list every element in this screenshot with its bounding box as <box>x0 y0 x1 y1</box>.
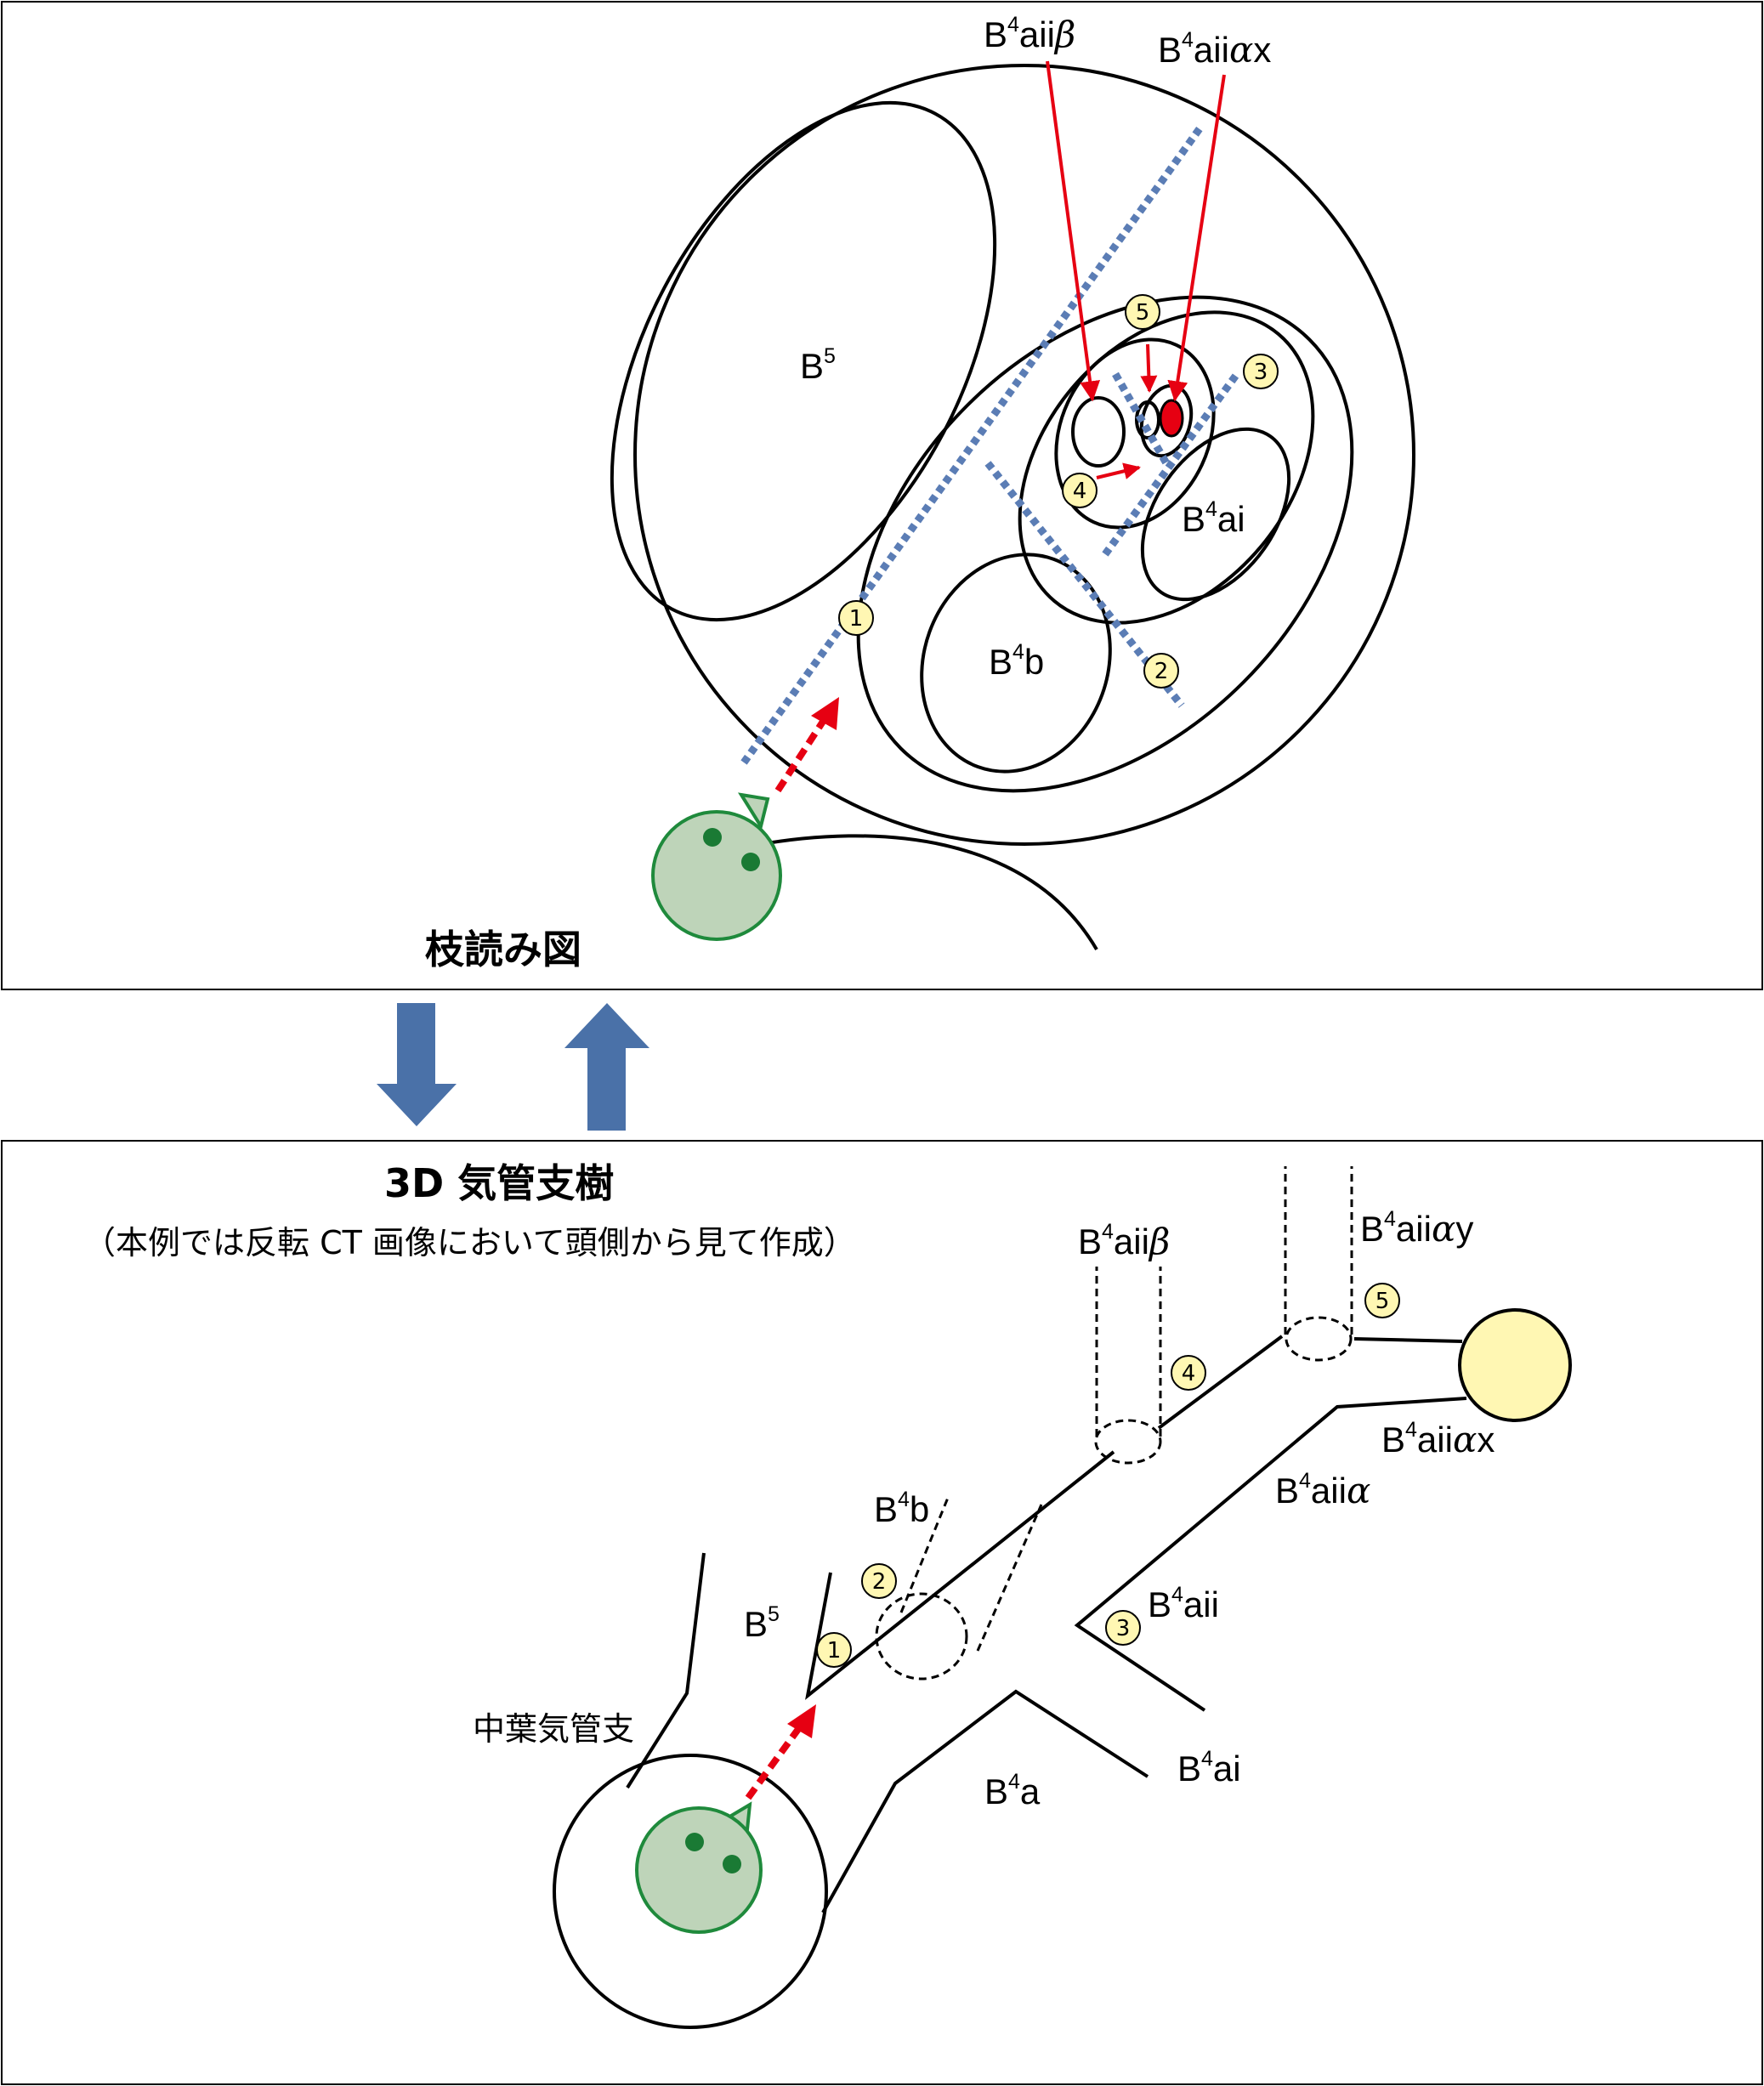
svg-text:4: 4 <box>1182 1361 1196 1386</box>
view-direction-arrowhead <box>811 697 839 730</box>
svg-text:2: 2 <box>872 1569 887 1595</box>
viewer-beak <box>737 792 770 831</box>
viewer-head <box>651 810 782 941</box>
bronchial-tree <box>626 1335 1467 1913</box>
bottom-marker-1: 1 <box>816 1632 852 1668</box>
red-arrows <box>1046 60 1226 479</box>
svg-text:1: 1 <box>849 606 864 632</box>
svg-text:2: 2 <box>1154 659 1169 684</box>
bottom-viewer-eye <box>685 1833 704 1851</box>
view-direction-arrow <box>774 710 832 793</box>
bottom-panel-title: 3D 気管支樹 <box>384 1160 614 1206</box>
top-marker-1: 1 <box>838 600 874 636</box>
label-bottom-b4ai: B4ai <box>1177 1747 1241 1788</box>
b4aii-alpha-y-ellipse <box>1135 400 1160 439</box>
label-bottom-b4b: B4b <box>874 1488 929 1529</box>
top-marker-5: 5 <box>1125 294 1160 330</box>
b4a-ellipse <box>1018 310 1315 625</box>
label-b4aii-alpha-x: B4aiiαx <box>1158 28 1271 71</box>
up-arrow-icon <box>564 1003 649 1131</box>
bottom-marker-2: 2 <box>861 1563 897 1599</box>
label-bottom-b4aii-alpha: B4aiiα <box>1275 1469 1370 1511</box>
viewer-eye <box>703 828 722 847</box>
label-b4b: B4b <box>989 640 1044 682</box>
b4-ellipse <box>856 295 1354 793</box>
bottom-panel-subtitle: （本例では反転 CT 画像において頭側から見て作成） <box>83 1224 856 1261</box>
bottom-marker-5: 5 <box>1364 1283 1400 1318</box>
label-bottom-b4aii-beta: B4aiiβ <box>1078 1220 1170 1262</box>
label-bottom-b4aii-alpha-y: B4aiiαy <box>1360 1207 1473 1250</box>
label-b4ai: B4ai <box>1182 497 1245 539</box>
b4aii-ellipse <box>1054 337 1216 530</box>
top-marker-3: 3 <box>1243 354 1279 389</box>
label-bottom-b5: B5 <box>744 1602 780 1644</box>
svg-text:5: 5 <box>1136 300 1150 326</box>
svg-text:5: 5 <box>1375 1289 1390 1314</box>
bottom-view-direction-arrow <box>745 1723 804 1800</box>
bottom-viewer-eye <box>723 1855 741 1873</box>
target-nodule <box>1458 1308 1572 1422</box>
top-panel-title: 枝読み図 <box>425 927 581 972</box>
label-bottom-b4aii: B4aii <box>1148 1583 1219 1624</box>
body-curve <box>752 834 1098 951</box>
viewer-eye <box>741 853 760 871</box>
bottom-viewer-head <box>635 1806 763 1934</box>
outer-circle <box>633 64 1415 846</box>
dashed-branches <box>875 1166 1353 1681</box>
svg-text:3: 3 <box>1116 1616 1131 1641</box>
svg-text:1: 1 <box>827 1638 842 1664</box>
svg-text:3: 3 <box>1254 360 1268 385</box>
bottom-marker-4: 4 <box>1171 1355 1206 1391</box>
svg-text:4: 4 <box>1073 479 1087 504</box>
bottom-view-direction-arrowhead <box>787 1704 816 1738</box>
bottom-panel-frame <box>1 1140 1763 2085</box>
top-marker-4: 4 <box>1062 473 1098 508</box>
label-bottom-b4a: B4a <box>984 1770 1041 1811</box>
top-marker-2: 2 <box>1143 653 1179 689</box>
b4b-ellipse <box>920 553 1112 774</box>
label-bottom-b4aii-alpha-x: B4aiiαx <box>1381 1418 1495 1460</box>
b4ai-ellipse <box>1140 427 1291 602</box>
bottom-marker-3: 3 <box>1105 1610 1141 1646</box>
label-b5: B5 <box>800 344 836 386</box>
top-panel-frame <box>1 1 1763 990</box>
b4aii-alpha-x-ellipse <box>1159 399 1184 438</box>
down-arrow-icon <box>377 1003 457 1126</box>
bottom-outer-circle <box>553 1754 828 2029</box>
dotted-planes <box>740 125 1240 765</box>
label-middle-lobe-bronchus: 中葉気管支 <box>473 1710 634 1748</box>
label-b4aii-beta: B4aiiβ <box>984 13 1075 55</box>
